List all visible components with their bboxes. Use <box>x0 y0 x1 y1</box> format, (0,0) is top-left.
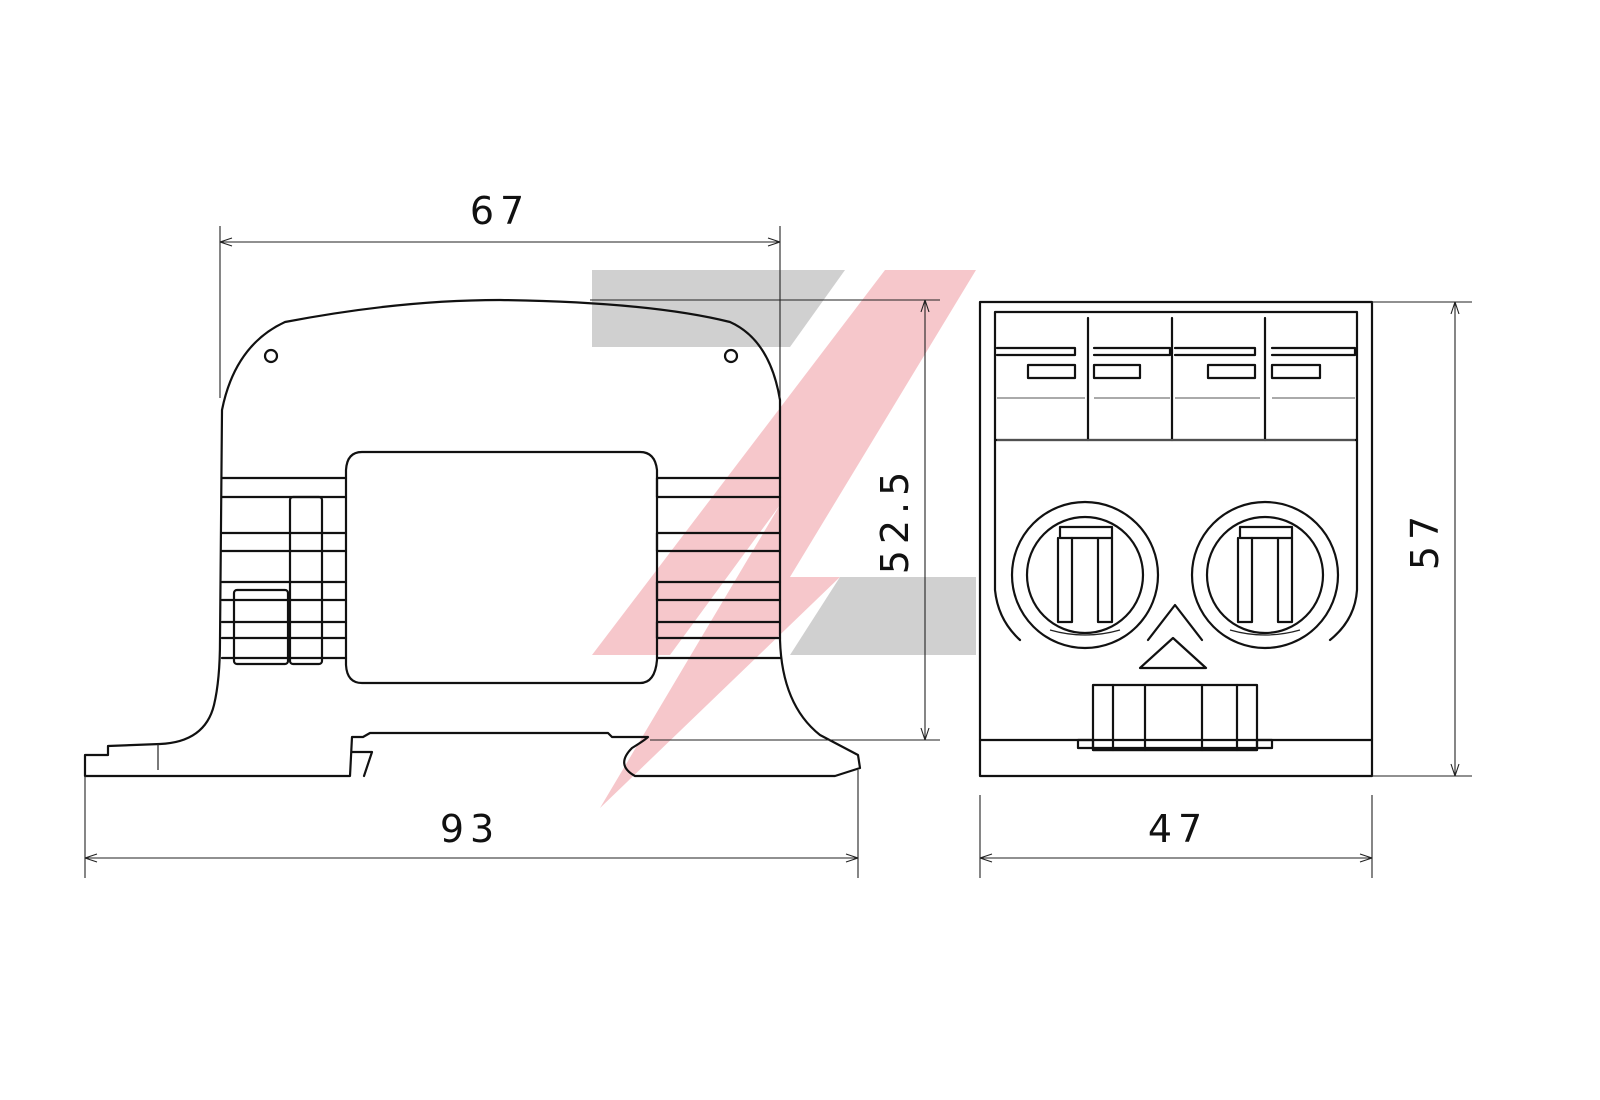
dimension-body-height: 52.5 <box>590 299 940 741</box>
watermark-grey-bottom <box>790 577 976 655</box>
front-outline <box>978 300 1374 778</box>
watermark-grey-top <box>592 270 845 347</box>
center-notch <box>1146 603 1204 642</box>
watermark-red-stripe <box>592 270 976 808</box>
dimension-front-height: 57 <box>1372 301 1472 777</box>
din-connector <box>1076 683 1274 752</box>
side-view <box>83 298 862 778</box>
mount-hole-right <box>723 348 739 364</box>
front-body <box>993 310 1359 642</box>
mount-hole-left <box>263 348 279 364</box>
left-fins <box>220 476 348 660</box>
dim-label-47: 47 <box>1148 807 1208 851</box>
dimension-base-width: 93 <box>84 770 859 878</box>
watermark-logo <box>592 270 976 808</box>
cable-entry-left <box>1010 500 1160 650</box>
center-triangle <box>1138 636 1208 670</box>
foot-notch <box>350 750 374 778</box>
dim-label-57: 57 <box>1403 510 1447 570</box>
cable-entry-right <box>1190 500 1340 650</box>
dim-label-52-5: 52.5 <box>873 466 917 575</box>
core-window <box>344 450 659 685</box>
terminal-cells <box>993 316 1359 442</box>
dimension-top-width: 67 <box>219 189 781 398</box>
dim-label-67: 67 <box>470 189 530 233</box>
terminal-block <box>232 588 290 666</box>
side-view-outline <box>83 298 862 778</box>
dim-label-93: 93 <box>440 807 500 851</box>
front-view <box>978 300 1374 778</box>
dimension-front-width: 47 <box>979 795 1373 878</box>
right-fins <box>655 476 782 660</box>
terminal-clip <box>288 495 324 666</box>
